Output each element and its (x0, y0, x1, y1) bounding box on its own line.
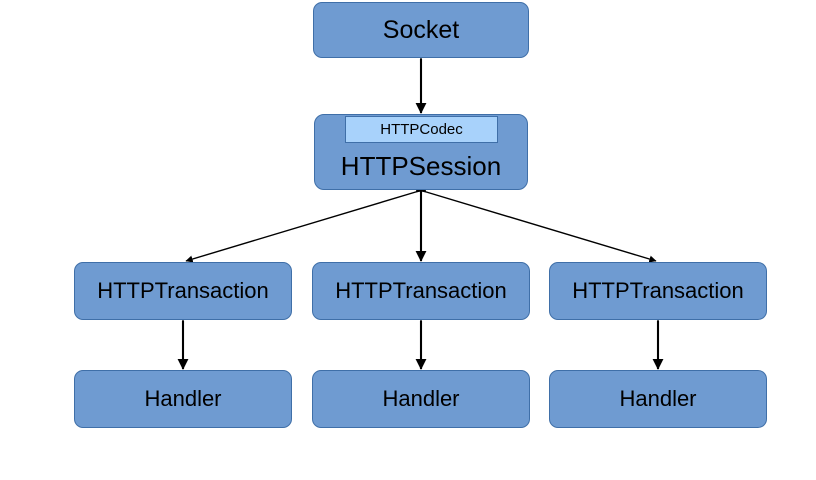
node-httpsession-label: HTTPSession (340, 151, 502, 182)
node-handler-1-label: Handler (382, 386, 460, 412)
node-httpcodec[interactable]: HTTPCodec (345, 116, 498, 143)
node-httptransaction-2-label: HTTPTransaction (572, 278, 744, 304)
node-httptransaction-1[interactable]: HTTPTransaction (312, 262, 530, 320)
node-httpsession-label-wrap: HTTPSession (315, 145, 527, 189)
node-httpcodec-label: HTTPCodec (380, 120, 463, 138)
edge-session-transaction-0 (185, 185, 427, 263)
node-handler-0[interactable]: Handler (74, 370, 292, 428)
node-httptransaction-0-label: HTTPTransaction (97, 278, 269, 304)
node-httptransaction-1-label: HTTPTransaction (335, 278, 507, 304)
node-handler-2-label: Handler (619, 386, 697, 412)
node-httpsession[interactable]: HTTPCodec HTTPSession (314, 114, 528, 190)
node-httptransaction-2[interactable]: HTTPTransaction (549, 262, 767, 320)
node-handler-0-label: Handler (144, 386, 222, 412)
edge-session-transaction-2 (415, 185, 657, 263)
node-socket-label: Socket (382, 15, 460, 44)
node-httptransaction-0[interactable]: HTTPTransaction (74, 262, 292, 320)
node-handler-1[interactable]: Handler (312, 370, 530, 428)
node-handler-2[interactable]: Handler (549, 370, 767, 428)
node-socket[interactable]: Socket (313, 2, 529, 58)
